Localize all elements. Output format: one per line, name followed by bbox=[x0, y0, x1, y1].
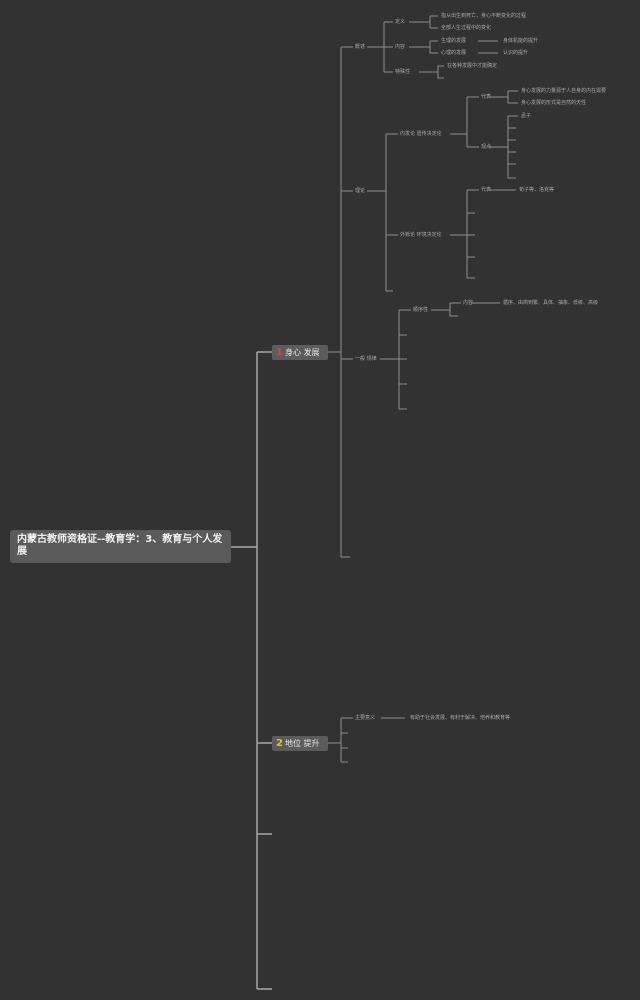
topic-label[interactable]: 外铄论 环境决定论 bbox=[400, 232, 442, 238]
leaf-text: 指从出生到死亡，身心不断变化的过程 bbox=[441, 13, 527, 19]
leaf-text: 有助于社会发展、有利于解决、培养和教育等 bbox=[410, 715, 511, 721]
root-node[interactable]: 内蒙古教师资格证--教育学：3、教育与个人发展 bbox=[10, 530, 231, 563]
leaf-text: 荀子等，洛克等 bbox=[519, 187, 555, 193]
branch-number: 2 bbox=[276, 738, 283, 749]
topic-label[interactable]: 代表 bbox=[481, 94, 492, 100]
topic-label[interactable]: 主要意义 bbox=[355, 715, 376, 721]
topic-label[interactable]: 内发论 遗传决定论 bbox=[400, 131, 442, 137]
leaf-text: 在各种发展中才能确定 bbox=[447, 63, 498, 69]
leaf-text: 认识的提升 bbox=[503, 50, 529, 56]
topic-label[interactable]: 一般 规律 bbox=[355, 356, 377, 362]
topic-label[interactable]: 代表 bbox=[481, 187, 492, 193]
topic-label[interactable]: 定义 bbox=[395, 19, 406, 25]
leaf-text: 身心发展的形式是自然的天性 bbox=[521, 100, 587, 106]
topic-label[interactable]: 观点 bbox=[481, 144, 492, 150]
topic-label[interactable]: 概述 bbox=[355, 44, 366, 50]
branch-number: 1 bbox=[276, 347, 283, 358]
leaf-text: 全部人生过程中的变化 bbox=[441, 25, 492, 31]
topic-label[interactable]: 特殊性 bbox=[395, 69, 411, 75]
topic-label[interactable]: 顺序性 bbox=[413, 307, 429, 313]
leaf-text: 孟子 bbox=[521, 113, 532, 119]
branch-label: 地位 提升 bbox=[284, 739, 320, 748]
leaf-text: 生理的发展 bbox=[441, 38, 467, 44]
leaf-text: 身心发展的力量源于人自身的内在需要 bbox=[521, 88, 607, 94]
branch-label: 身心 发展 bbox=[284, 348, 320, 357]
topic-label[interactable]: 理论 bbox=[355, 188, 366, 194]
topic-label[interactable]: 内容 bbox=[463, 300, 474, 306]
topic-label[interactable]: 内容 bbox=[395, 44, 406, 50]
root-title: 内蒙古教师资格证--教育学：3、教育与个人发展 bbox=[17, 534, 223, 557]
leaf-text: 身体机能的提升 bbox=[503, 38, 539, 44]
leaf-text: 心理的发展 bbox=[441, 50, 467, 56]
leaf-text: 循序、由简到繁、具体、抽象、低级、高级 bbox=[503, 300, 599, 306]
